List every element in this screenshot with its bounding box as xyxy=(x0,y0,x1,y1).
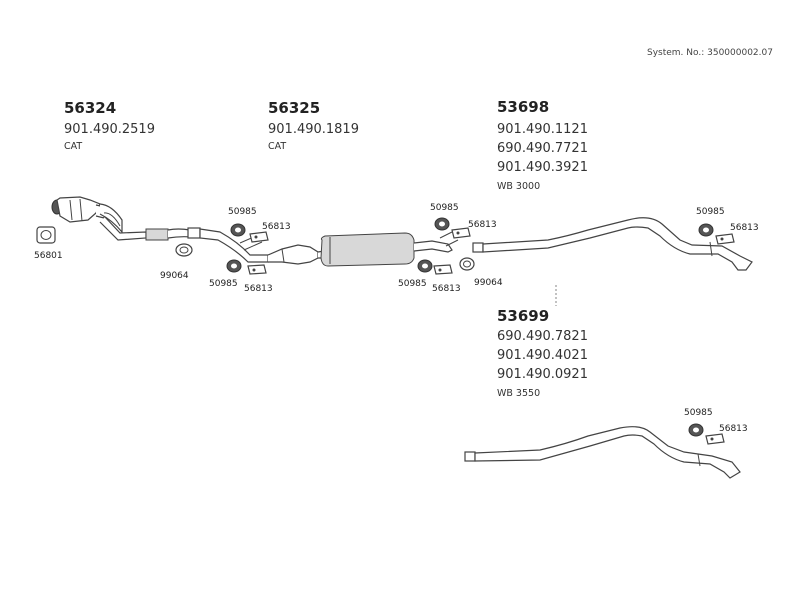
hanger-part xyxy=(688,423,704,437)
pipe-clamp-part xyxy=(175,243,193,257)
callout-hanger-4: 50985 xyxy=(398,279,427,289)
group-56324: 56324 901.490.2519 CAT xyxy=(64,99,155,152)
callout-bracket-1: 56813 xyxy=(262,222,291,232)
callout-hanger-6: 50985 xyxy=(684,408,713,418)
callout-hanger-2: 50985 xyxy=(209,279,238,289)
part-number: 53698 xyxy=(497,98,549,116)
callout-bracket-5: 56813 xyxy=(730,223,759,233)
callout-bracket-3: 56813 xyxy=(468,220,497,230)
part-note: CAT xyxy=(64,141,82,152)
callout-bracket-6: 56813 xyxy=(719,424,748,434)
middle-pipe-part xyxy=(199,228,459,267)
part-note: WB 3550 xyxy=(497,388,540,399)
hanger-part xyxy=(417,259,433,273)
callout-pipe-clamp-b: 99064 xyxy=(474,278,503,288)
callout-hanger-1: 50985 xyxy=(228,207,257,217)
pipe-clamp-part xyxy=(459,257,475,271)
hanger-part xyxy=(698,223,714,237)
ref-number: 901.490.4021 xyxy=(497,348,588,363)
hanger-part xyxy=(230,223,246,237)
system-number: System. No.: 350000002.07 xyxy=(647,48,773,58)
ref-number: 690.490.7721 xyxy=(497,141,588,156)
rear-pipe-wb3550-part xyxy=(464,426,741,479)
front-pipe-part xyxy=(99,216,201,241)
bracket-part xyxy=(715,233,735,245)
bracket-part xyxy=(247,264,267,275)
part-number: 56324 xyxy=(64,99,116,117)
hanger-part xyxy=(434,217,450,231)
bracket-part xyxy=(433,264,453,275)
group-53699: 53699 690.490.7821 901.490.4021 901.490.… xyxy=(497,307,588,399)
ref-number: 690.490.7821 xyxy=(497,329,588,344)
callout-hanger-5: 50985 xyxy=(696,207,725,217)
callout-pipe-clamp-a: 99064 xyxy=(160,271,189,281)
part-number: 56325 xyxy=(268,99,320,117)
ref-number: 901.490.2519 xyxy=(64,122,155,137)
callout-bracket-2: 56813 xyxy=(244,284,273,294)
part-note: CAT xyxy=(268,141,286,152)
front-catalytic-converter-part xyxy=(51,196,123,234)
bracket-part xyxy=(249,231,269,243)
rear-pipe-wb3000-part xyxy=(472,217,753,271)
ring-clamp-part xyxy=(36,226,56,244)
part-note: WB 3000 xyxy=(497,181,540,192)
group-53698: 53698 901.490.1121 690.490.7721 901.490.… xyxy=(497,98,588,192)
ref-number: 901.490.3921 xyxy=(497,160,588,175)
callout-hanger-3: 50985 xyxy=(430,203,459,213)
callout-ring-clamp: 56801 xyxy=(34,251,63,261)
part-number: 53699 xyxy=(497,307,549,325)
bracket-part xyxy=(705,433,725,445)
ref-number: 901.490.1819 xyxy=(268,122,359,137)
ref-number: 901.490.1121 xyxy=(497,122,588,137)
hanger-part xyxy=(226,259,242,273)
ref-number: 901.490.0921 xyxy=(497,367,588,382)
group-56325: 56325 901.490.1819 CAT xyxy=(268,99,359,152)
callout-bracket-4: 56813 xyxy=(432,284,461,294)
bracket-part xyxy=(451,227,471,239)
